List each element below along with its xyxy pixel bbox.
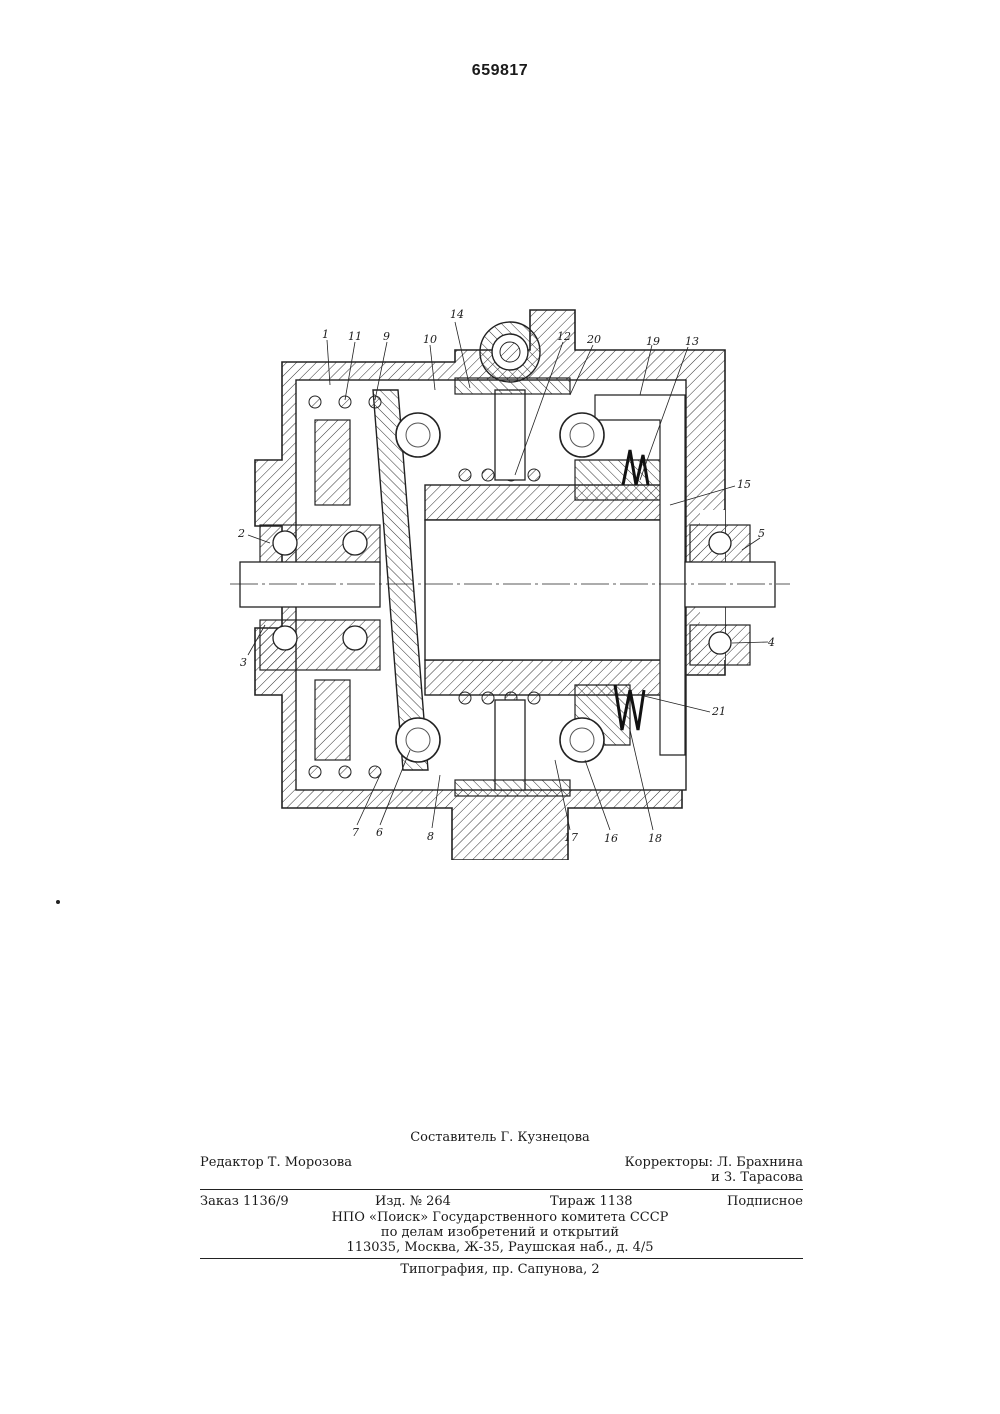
compiler-line: Составитель Г. Кузнецова (0, 1130, 1000, 1145)
label-9: 9 (383, 330, 390, 343)
organization-line-2: по делам изобретений и открытий (0, 1225, 1000, 1240)
correctors-line-2: и З. Тарасова (711, 1170, 803, 1185)
edition-number: Изд. № 264 (375, 1194, 451, 1209)
label-14: 14 (450, 308, 464, 321)
label-15: 15 (737, 478, 751, 491)
label-11: 11 (348, 330, 362, 343)
label-13: 13 (685, 335, 699, 348)
label-6: 6 (376, 826, 383, 839)
address-line: 113035, Москва, Ж-35, Раушская наб., д. … (0, 1240, 1000, 1255)
central-sleeve (425, 485, 670, 695)
label-1: 1 (322, 328, 329, 341)
label-12: 12 (557, 330, 571, 343)
label-7: 7 (352, 826, 359, 839)
label-20: 20 (586, 333, 601, 346)
imprint-rule-top (200, 1189, 803, 1190)
label-16: 16 (604, 832, 618, 845)
subscription: Подписное (727, 1194, 803, 1209)
label-19: 19 (646, 335, 660, 348)
top-screw-boss (480, 322, 540, 382)
organization-line-1: НПО «Поиск» Государственного комитета СС… (0, 1210, 1000, 1225)
label-5: 5 (758, 527, 765, 540)
order-number: Заказ 1136/9 (200, 1194, 289, 1209)
label-18: 18 (648, 832, 662, 845)
label-8: 8 (427, 830, 434, 843)
editor-line: Редактор Т. Морозова (200, 1155, 352, 1170)
label-21: 21 (711, 705, 726, 718)
mechanism-cross-section-drawing: 1 11 9 10 14 12 20 19 13 15 2 5 3 4 21 7… (230, 300, 790, 860)
circulation: Тираж 1138 (550, 1194, 633, 1209)
page-number: 659817 (0, 62, 1000, 80)
imprint-rule-bottom (200, 1258, 803, 1259)
printing-house: Типография, пр. Сапунова, 2 (0, 1262, 1000, 1277)
label-3: 3 (240, 656, 247, 669)
label-10: 10 (423, 333, 437, 346)
label-4: 4 (767, 636, 775, 649)
label-17: 17 (564, 831, 578, 844)
label-2: 2 (237, 527, 245, 540)
correctors-line-1: Корректоры: Л. Брахнина (625, 1155, 803, 1170)
stray-mark (56, 900, 60, 904)
